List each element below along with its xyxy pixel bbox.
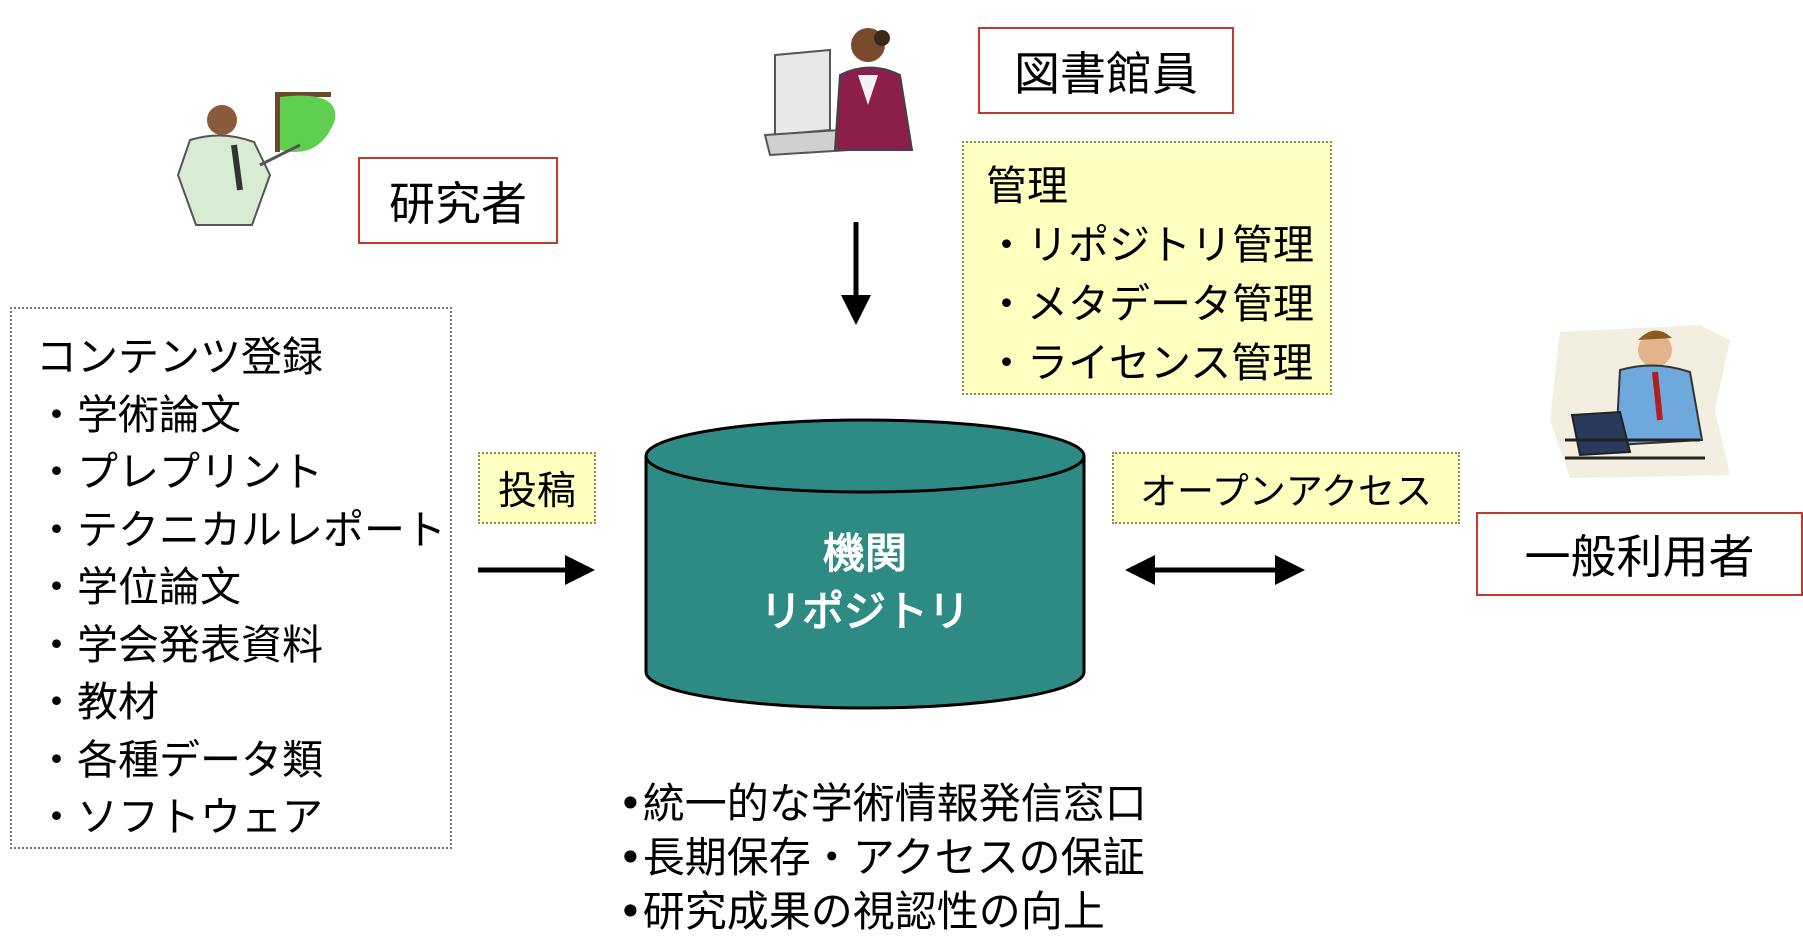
repository-cylinder: [644, 418, 1086, 710]
content-list-box: コンテンツ登録 ・学術論文 ・プレプリント ・テクニカルレポート ・学位論文 ・…: [10, 307, 452, 849]
general-user-label: 一般利用者: [1476, 512, 1803, 596]
open-access-label: オープンアクセス: [1112, 452, 1460, 524]
general-user-text: 一般利用者: [1524, 530, 1755, 584]
librarian-text: 図書館員: [1014, 46, 1198, 101]
researcher-illustration: [176, 92, 336, 226]
management-item: ・メタデータ管理: [986, 280, 1314, 328]
librarian-illustration: [763, 28, 914, 157]
benefit-item: •長期保存・アクセスの保証: [618, 833, 1145, 882]
content-list-item: ・学術論文: [36, 390, 241, 439]
content-list-item: ・各種データ類: [36, 735, 323, 784]
management-title: 管理: [986, 162, 1068, 210]
submission-text: 投稿: [497, 469, 576, 514]
management-item: ・リポジトリ管理: [986, 221, 1314, 269]
content-list-item: ・学位論文: [36, 563, 241, 611]
content-list-item: ・学会発表資料: [36, 620, 323, 669]
repository-line2: リポジトリ: [759, 587, 970, 636]
management-item: ・ライセンス管理: [986, 339, 1314, 387]
repository-label: 機関 リポジトリ: [646, 525, 1084, 641]
general-user-illustration: [1550, 325, 1730, 478]
submission-label: 投稿: [478, 452, 596, 524]
management-note: 管理 ・リポジトリ管理 ・メタデータ管理 ・ライセンス管理: [962, 141, 1332, 395]
content-list-title: コンテンツ登録: [36, 333, 323, 381]
open-access-text: オープンアクセス: [1140, 470, 1432, 513]
content-list-item: ・教材: [36, 678, 159, 726]
content-list-item: ・ソフトウェア: [36, 793, 323, 841]
benefits-list: •統一的な学術情報発信窓口 •長期保存・アクセスの保証 •研究成果の視認性の向上: [618, 777, 1147, 939]
content-list-item: ・テクニカルレポート: [36, 505, 446, 554]
librarian-label: 図書館員: [978, 27, 1234, 114]
benefit-item: •統一的な学術情報発信窓口: [618, 779, 1147, 828]
content-list-item: ・プレプリント: [36, 448, 323, 496]
researcher-text: 研究者: [389, 176, 527, 231]
benefit-item: •研究成果の視認性の向上: [618, 887, 1105, 936]
researcher-label: 研究者: [358, 157, 558, 244]
repository-line1: 機関: [822, 529, 907, 578]
